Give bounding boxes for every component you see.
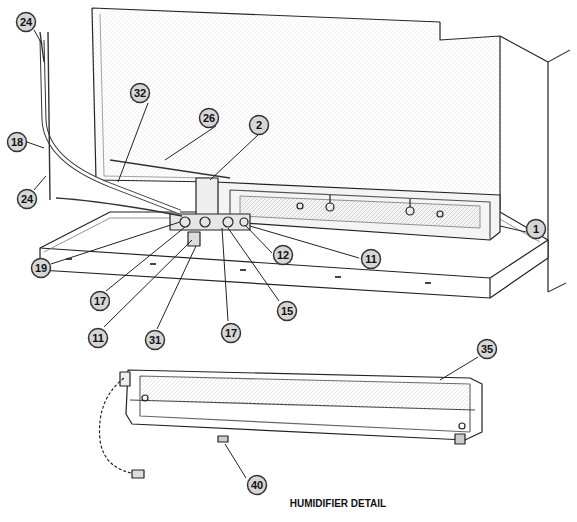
callout-circle: 26 (198, 107, 220, 129)
callout-circle: 17 (89, 290, 111, 312)
callout-number: 40 (251, 479, 263, 491)
callout-circle-shape (131, 84, 150, 103)
callout-circle: 11 (87, 327, 109, 349)
callout-circle: 18 (6, 131, 28, 153)
callout-circle-shape (32, 259, 51, 278)
callout-number: 24 (20, 16, 32, 28)
callout-number: 12 (277, 249, 289, 261)
callout-number: 2 (256, 119, 262, 131)
callout-number: 17 (225, 327, 237, 339)
callout-circle-shape (278, 302, 297, 321)
caption: HUMIDIFIER DETAIL (290, 498, 386, 509)
callout-circle-shape (250, 116, 269, 135)
callout-circle: 40 (246, 474, 268, 496)
callout-circle: 35 (476, 338, 498, 360)
callout-number: 15 (281, 305, 293, 317)
callout-circle: 24 (16, 188, 38, 210)
callout-circle-shape (18, 190, 37, 209)
callout-circle-shape (8, 133, 27, 152)
callout-number: 18 (11, 136, 23, 148)
callout-circle-shape (146, 331, 165, 350)
callout-circle: 32 (129, 82, 151, 104)
callout-circle-shape (200, 109, 219, 128)
callout-circle: 24 (15, 11, 37, 33)
callout-circle-shape (17, 13, 36, 32)
callout-circle-shape (274, 246, 293, 265)
callout-number: 11 (365, 253, 377, 265)
callout-circle: 2 (248, 114, 270, 136)
callout-circle: 17 (220, 322, 242, 344)
callout-circle-shape (89, 329, 108, 348)
callout-circle: 12 (272, 244, 294, 266)
callout-number: 24 (21, 193, 33, 205)
callout-number: 31 (149, 334, 161, 346)
callout-circle-shape (362, 250, 381, 269)
callout-circle-shape (248, 476, 267, 495)
callout-number: 1 (533, 223, 539, 235)
callout-circle-shape (478, 340, 497, 359)
callout-circle: 11 (360, 248, 382, 270)
callout-circle: 1 (525, 218, 547, 240)
callout-circle-shape (222, 324, 241, 343)
callout-circle-shape (91, 292, 110, 311)
callout-number: 11 (92, 332, 104, 344)
callout-circle-shape (527, 220, 546, 239)
callout-number: 19 (35, 262, 47, 274)
callout-number: 35 (481, 343, 493, 355)
callout-number: 26 (203, 112, 215, 124)
callout-circle: 19 (30, 257, 52, 279)
callout-circle: 31 (144, 329, 166, 351)
callout-circle: 15 (276, 300, 298, 322)
callout-number: 17 (94, 295, 106, 307)
callout-number: 32 (134, 87, 146, 99)
